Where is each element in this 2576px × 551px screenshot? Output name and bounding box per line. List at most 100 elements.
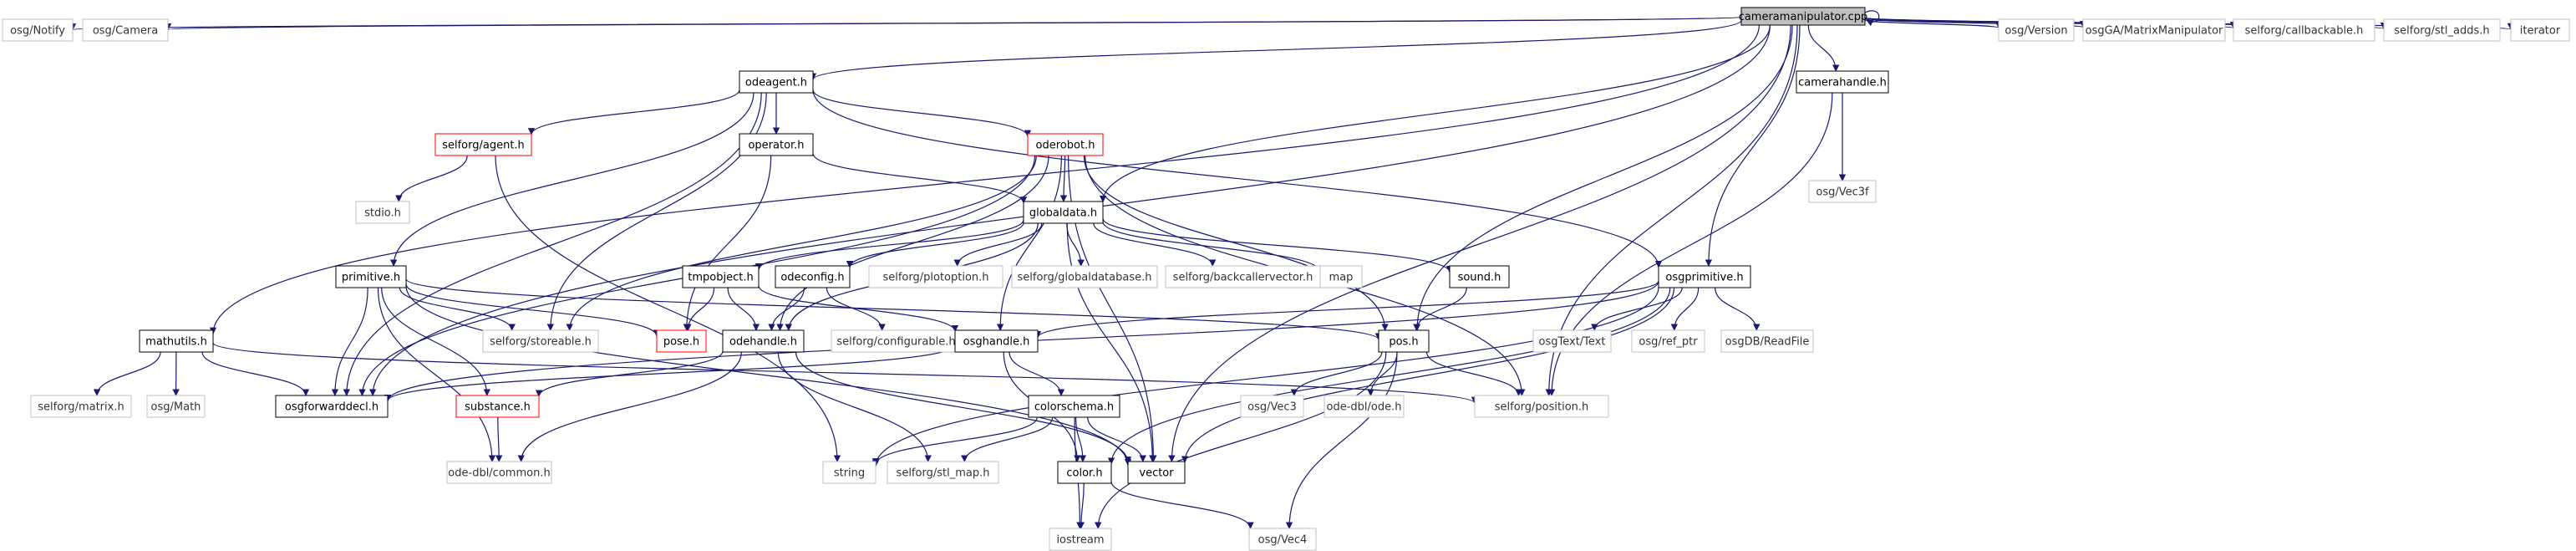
node-osgga_mm: osgGA/MatrixManipulator bbox=[2082, 18, 2226, 42]
node-matrix: selforg/matrix.h bbox=[30, 395, 132, 418]
edge-oderobot-to-osghandle bbox=[996, 155, 1062, 331]
node-configurable: selforg/configurable.h bbox=[831, 329, 962, 353]
node-color[interactable]: color.h bbox=[1057, 461, 1112, 484]
node-backcaller: selforg/backcallervector.h bbox=[1165, 265, 1321, 288]
node-box bbox=[1449, 265, 1510, 288]
node-box bbox=[1532, 329, 1612, 353]
node-vector[interactable]: vector bbox=[1127, 461, 1186, 484]
node-pose[interactable]: pose.h bbox=[656, 329, 707, 353]
node-globaldata[interactable]: globaldata.h bbox=[1023, 201, 1104, 224]
edge-color-to-iostream bbox=[1077, 482, 1085, 529]
edge-globaldata-to-map bbox=[1102, 221, 1324, 273]
edge-odeagent-to-selforg_agent bbox=[527, 89, 740, 135]
node-substance[interactable]: substance.h bbox=[455, 395, 540, 418]
node-box bbox=[739, 133, 814, 156]
node-box bbox=[1740, 7, 1866, 26]
node-label: selforg/matrix.h bbox=[38, 401, 124, 414]
node-label: stdio.h bbox=[364, 207, 401, 220]
node-osg_vec3f: osg/Vec3f bbox=[1808, 180, 1877, 203]
edge-osgprimitive-to-ref_ptr bbox=[1670, 287, 1700, 331]
edge-primitive-to-vector bbox=[405, 285, 1132, 467]
node-odehandle[interactable]: odehandle.h bbox=[722, 329, 805, 353]
node-osghandle[interactable]: osghandle.h bbox=[954, 329, 1039, 353]
node-box bbox=[146, 395, 206, 418]
edge-root-to-osgprimitive bbox=[1705, 24, 1801, 267]
node-box bbox=[2082, 18, 2226, 42]
node-camerahandle[interactable]: camerahandle.h bbox=[1796, 70, 1889, 94]
node-sound[interactable]: sound.h bbox=[1449, 265, 1510, 288]
node-box bbox=[1998, 18, 2075, 42]
node-box bbox=[1240, 395, 1304, 418]
node-box bbox=[1474, 395, 1609, 418]
node-string: string bbox=[822, 461, 876, 484]
node-box bbox=[1165, 265, 1321, 288]
node-stl_adds: selforg/stl_adds.h bbox=[2383, 18, 2501, 42]
edge-color-to-osg_vec4 bbox=[1110, 481, 1254, 529]
edge-osgprimitive-to-color bbox=[1107, 287, 1671, 465]
node-osgforwarddecl[interactable]: osgforwarddecl.h bbox=[275, 395, 389, 418]
node-label: osg/Math bbox=[151, 401, 201, 414]
edge-root-to-odeagent bbox=[810, 19, 1742, 81]
edge-mathutils-to-position bbox=[212, 342, 1478, 405]
edge-pos-to-position bbox=[1425, 351, 1522, 396]
edge-primitive-to-ode_common bbox=[377, 287, 496, 462]
node-label: osg/ref_ptr bbox=[1639, 336, 1698, 349]
node-primitive[interactable]: primitive.h bbox=[335, 265, 407, 288]
node-label: substance.h bbox=[465, 401, 531, 414]
node-label: selforg/storeable.h bbox=[490, 336, 592, 349]
node-label: cameramanipulator.cpp bbox=[1739, 11, 1868, 23]
node-box bbox=[831, 329, 962, 353]
node-box bbox=[455, 395, 540, 418]
node-box bbox=[775, 265, 851, 288]
edge-osghandle-to-osgforwarddecl bbox=[384, 344, 956, 402]
edge-osgprimitive-to-osghandle bbox=[1034, 280, 1659, 339]
edge-odeagent-to-oderobot bbox=[812, 89, 1032, 138]
node-box bbox=[1027, 133, 1104, 156]
edge-root-to-root bbox=[1864, 10, 1880, 27]
node-odeagent[interactable]: odeagent.h bbox=[739, 70, 814, 94]
edge-primitive-to-substance bbox=[381, 287, 490, 396]
edge-primitive-to-pose bbox=[405, 283, 661, 337]
node-oderobot[interactable]: oderobot.h bbox=[1027, 133, 1104, 156]
edge-colorschema-to-color bbox=[1075, 416, 1087, 462]
node-label: osg/Vec3 bbox=[1247, 401, 1297, 414]
edge-globaldata-to-vector bbox=[1066, 222, 1156, 462]
edge-globaldata-to-backcaller bbox=[1093, 222, 1217, 267]
edge-root-to-camerahandle bbox=[1807, 24, 1840, 72]
node-osgprimitive[interactable]: osgprimitive.h bbox=[1658, 265, 1751, 288]
node-selforg_agent[interactable]: selforg/agent.h bbox=[434, 133, 532, 156]
nodes-layer: cameramanipulator.cpp osg/Notify osg/Camer… bbox=[2, 7, 2570, 551]
node-label: osghandle.h bbox=[963, 336, 1030, 349]
edge-oderobot-to-globaldata bbox=[1059, 155, 1068, 202]
node-label: selforg/globaldatabase.h bbox=[1018, 272, 1152, 284]
node-label: globaldata.h bbox=[1029, 207, 1097, 220]
node-pos[interactable]: pos.h bbox=[1378, 329, 1430, 353]
edge-root-to-vector bbox=[1168, 24, 1791, 462]
node-box bbox=[1248, 528, 1317, 551]
node-label: selforg/callbackable.h bbox=[2245, 25, 2364, 38]
node-label: osg/Camera bbox=[93, 25, 158, 38]
edge-pos-to-ode_ode bbox=[1367, 351, 1398, 396]
edge-primitive-to-storeable bbox=[399, 287, 516, 331]
node-box bbox=[2510, 18, 2570, 42]
edge-odehandle-to-stl_map bbox=[777, 351, 932, 462]
node-box bbox=[434, 133, 532, 156]
node-colorschema[interactable]: colorschema.h bbox=[1028, 395, 1120, 418]
node-map: map bbox=[1319, 265, 1363, 288]
node-mathutils[interactable]: mathutils.h bbox=[139, 329, 214, 353]
node-odeconfig[interactable]: odeconfig.h bbox=[775, 265, 851, 288]
node-box bbox=[82, 18, 169, 42]
edge-globaldata-to-sound bbox=[1102, 218, 1454, 273]
edge-selforg_agent-to-stdio bbox=[395, 155, 468, 202]
node-osg_notify: osg/Notify bbox=[2, 18, 74, 42]
node-box bbox=[1049, 528, 1112, 551]
node-label: odeagent.h bbox=[745, 77, 807, 89]
edge-oderobot-to-pos bbox=[1083, 155, 1389, 331]
node-operator[interactable]: operator.h bbox=[739, 133, 814, 156]
node-tmpobject[interactable]: tmpobject.h bbox=[682, 265, 760, 288]
node-box bbox=[822, 461, 876, 484]
node-box bbox=[954, 329, 1039, 353]
edge-odehandle-to-ode_common bbox=[517, 351, 742, 462]
node-box bbox=[1720, 329, 1814, 353]
edge-mathutils-to-osgforwarddecl bbox=[201, 351, 310, 396]
